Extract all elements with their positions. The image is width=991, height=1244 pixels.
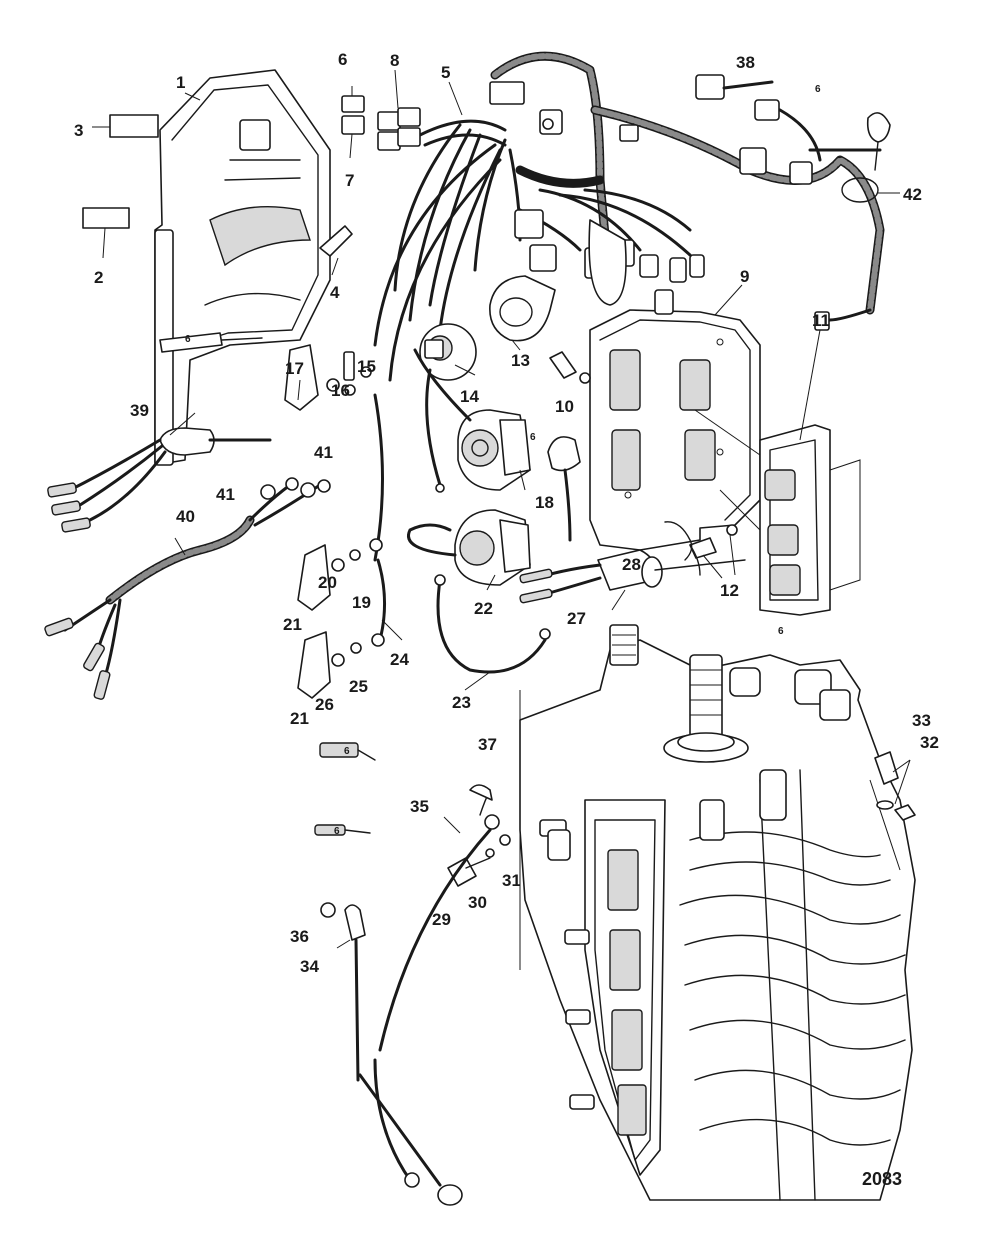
callout-32: 32 [920, 733, 939, 752]
tube-label-38: 6 [815, 84, 821, 95]
callout-30: 30 [468, 893, 487, 912]
callout-5: 5 [441, 63, 450, 82]
callout-36: 36 [290, 927, 309, 946]
callout-2: 2 [94, 268, 103, 287]
callout-35: 35 [410, 797, 429, 816]
sensor-part-27-28 [519, 521, 746, 604]
callout-31: 31 [502, 871, 521, 890]
callout-28: 28 [622, 555, 641, 574]
callout-17: 17 [285, 359, 304, 378]
tube-labels: 6 6 6 6 6 6 [185, 84, 821, 837]
ground-cables [314, 742, 511, 1206]
callout-41a: 41 [216, 485, 235, 504]
callout-38: 38 [736, 53, 755, 72]
callout-34: 34 [300, 957, 319, 976]
tube-label-39: 6 [185, 334, 191, 345]
switch-components [407, 275, 581, 586]
callout-9: 9 [740, 267, 749, 286]
callout-27: 27 [567, 609, 586, 628]
wire-harness [373, 51, 900, 382]
callout-18: 18 [535, 493, 554, 512]
callout-21b: 21 [290, 709, 309, 728]
tube-label-27: 6 [778, 626, 784, 637]
callout-14: 14 [460, 387, 479, 406]
callout-3: 3 [74, 121, 83, 140]
callout-8: 8 [390, 51, 399, 70]
callout-1: 1 [176, 73, 185, 92]
callout-20: 20 [318, 573, 337, 592]
tube-label-36: 6 [334, 826, 340, 837]
left-small-parts [44, 332, 372, 700]
callout-26: 26 [315, 695, 334, 714]
callout-15: 15 [357, 357, 376, 376]
callout-24: 24 [390, 650, 409, 669]
callout-42: 42 [903, 185, 922, 204]
leader-lines [169, 69, 821, 949]
callout-13: 13 [511, 351, 530, 370]
diagram-reference-number: 2083 [862, 1169, 902, 1189]
callout-22: 22 [474, 599, 493, 618]
mounting-plate [589, 289, 861, 616]
connector-part-4 [319, 225, 353, 276]
callout-39: 39 [130, 401, 149, 420]
bolts-10-12 [549, 351, 738, 579]
callout-7: 7 [345, 171, 354, 190]
callout-40: 40 [176, 507, 195, 526]
callout-16: 16 [331, 381, 350, 400]
callout-6: 6 [338, 50, 347, 69]
tube-label-14: 6 [530, 432, 536, 443]
terminal-parts [297, 393, 551, 699]
callout-19: 19 [352, 593, 371, 612]
callout-labels: 1 2 3 4 5 6 7 8 9 10 11 12 13 14 15 16 1… [74, 50, 939, 976]
callout-10: 10 [555, 397, 574, 416]
engine-block [519, 624, 916, 1201]
callout-21a: 21 [283, 615, 302, 634]
callout-33: 33 [912, 711, 931, 730]
callout-25: 25 [349, 677, 368, 696]
callout-4: 4 [330, 283, 340, 302]
callout-12: 12 [720, 581, 739, 600]
tube-label-37: 6 [344, 746, 350, 757]
callout-11: 11 [812, 311, 830, 330]
fasteners-32-33 [874, 751, 916, 821]
callout-29: 29 [432, 910, 451, 929]
relay-part-6-7 [341, 86, 365, 159]
callout-41b: 41 [314, 443, 333, 462]
callout-23: 23 [452, 693, 471, 712]
decal-parts [82, 114, 159, 259]
callout-37: 37 [478, 735, 497, 754]
